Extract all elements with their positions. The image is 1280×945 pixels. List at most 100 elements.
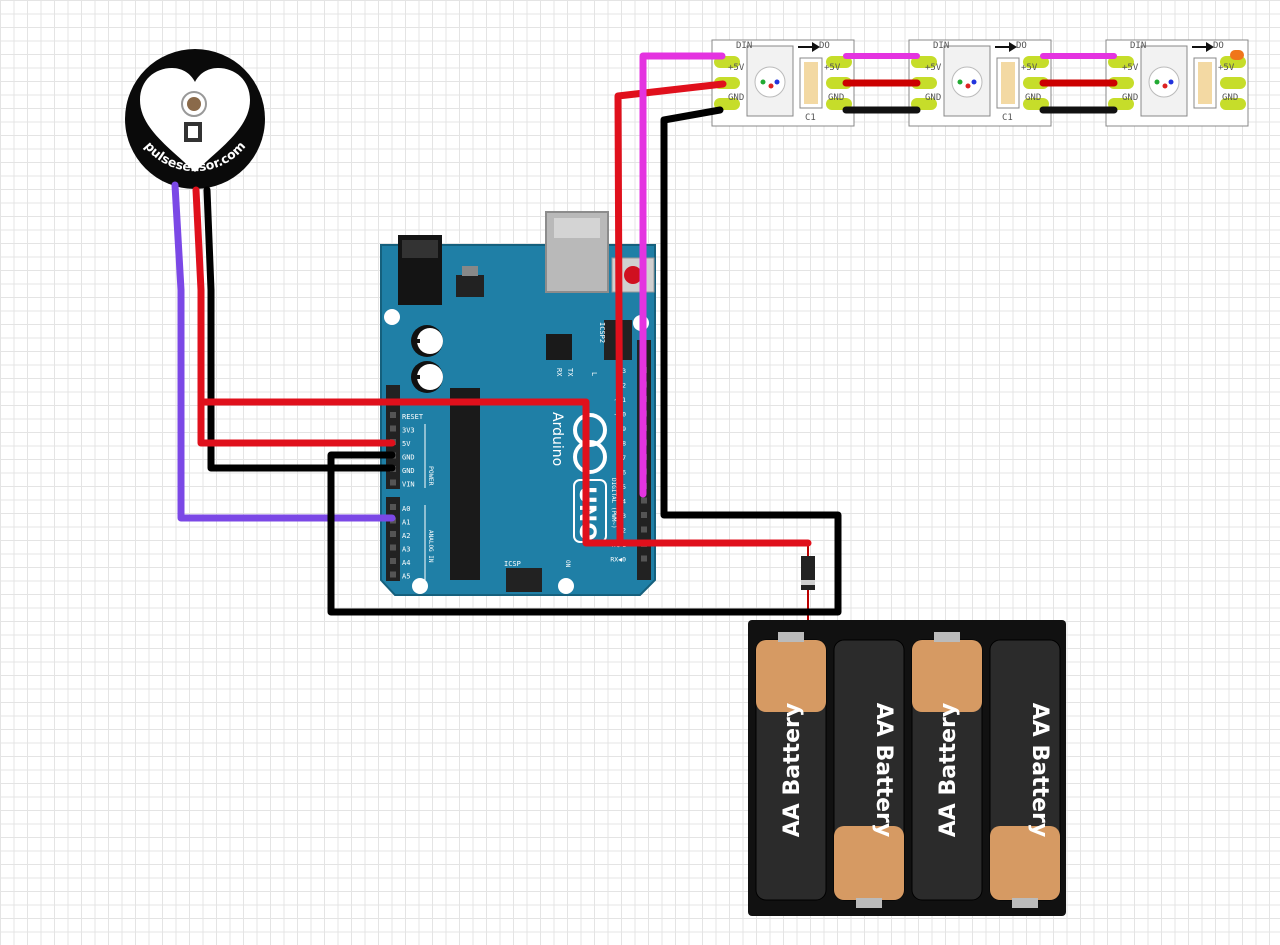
atmega-chip	[450, 388, 480, 580]
header-pin	[390, 544, 396, 551]
analog-pin-label: A1	[402, 519, 410, 527]
strip-pad-label: +5V	[1122, 63, 1139, 73]
strip-pad-label: +5V	[925, 63, 942, 73]
header-pin	[641, 526, 647, 533]
digital-pin-label: 2	[622, 527, 626, 535]
capacitor-body	[1001, 62, 1015, 104]
arrow-right-icon	[1192, 42, 1214, 52]
battery-holder	[748, 620, 1066, 916]
battery-label: AA Battery	[936, 703, 961, 837]
power-pin-label: RESET	[402, 413, 424, 421]
aa-battery: AA Battery	[833, 639, 905, 908]
strip-pad-label: DIN	[736, 41, 752, 51]
strip-pad-label: GND	[1122, 93, 1138, 103]
wire-magenta-data	[639, 52, 726, 498]
battery-label: AA Battery	[780, 703, 805, 837]
strip-pad-label: DIN	[1130, 41, 1146, 51]
solder-pad	[1220, 98, 1246, 110]
rx-label: RX	[555, 368, 563, 377]
led-lens-icon	[754, 66, 786, 98]
header-pin	[390, 425, 396, 432]
power-pin-label: GND	[402, 454, 415, 462]
capacitor-top	[417, 364, 443, 390]
battery-cell-top	[912, 640, 982, 712]
aa-battery: AA Battery	[989, 639, 1061, 908]
analog-header-label: ANALOG IN	[427, 530, 434, 563]
digital-pin-label: 8	[622, 440, 626, 448]
battery-cell-bottom	[990, 826, 1060, 900]
voltage-regulator	[456, 275, 484, 297]
solder-pad	[826, 56, 852, 68]
analog-pin-label: A5	[402, 573, 410, 581]
analog-pin-label: A4	[402, 559, 410, 567]
capacitor-top	[417, 328, 443, 354]
battery-terminal	[934, 632, 960, 642]
tx-label: TX	[566, 368, 574, 377]
reset-button-cap	[624, 266, 642, 284]
on-led-label: ON	[564, 560, 571, 568]
strip-pad-label: C1	[1002, 113, 1013, 123]
arduino-infinity-logo	[573, 440, 607, 474]
battery-terminal	[1012, 898, 1038, 908]
strip-pad-label: C1	[805, 113, 816, 123]
arrow-right-icon	[995, 42, 1017, 52]
aa-battery: AA Battery	[755, 632, 827, 901]
header-pin	[390, 558, 396, 564]
regulator-tab	[462, 266, 478, 276]
battery-cell-bottom	[834, 826, 904, 900]
power-header-label: POWER	[427, 466, 435, 486]
strip-pad-label: DO	[1016, 41, 1027, 51]
mount-hole	[412, 578, 428, 594]
solder-pad	[1023, 56, 1049, 68]
digital-pin-label: 4	[622, 498, 626, 506]
capacitor-body	[1198, 62, 1212, 104]
wires	[171, 52, 842, 616]
digital-pin-label: RX◀0	[610, 556, 626, 564]
header-pin	[641, 512, 647, 518]
heart-icon	[140, 68, 250, 172]
icsp2-label: ICSP2	[598, 322, 606, 343]
strip-pad-label: GND	[1222, 93, 1238, 103]
wire-purple-signal	[171, 181, 396, 522]
strip-pad-label: GND	[1025, 93, 1041, 103]
mount-hole	[384, 309, 400, 325]
strip-pad-label: +5V	[824, 63, 841, 73]
battery-cell-top	[756, 640, 826, 712]
digital-header-label: DIGITAL (PWM~)	[610, 478, 617, 529]
battery-label: AA Battery	[1027, 703, 1052, 837]
analog-pin-label: A0	[402, 505, 410, 513]
strip-pad-label: DO	[1213, 41, 1224, 51]
wire-red-reset	[197, 398, 812, 547]
power-pin-label: VIN	[402, 481, 415, 489]
strip-jumpers	[842, 53, 1118, 114]
diode-cathode-band	[801, 580, 815, 585]
barrel-jack-opening	[402, 240, 438, 258]
wire-red-strip-5v	[614, 80, 727, 544]
power-header	[386, 385, 400, 489]
strip-pad-label: +5V	[728, 63, 745, 73]
mount-hole	[558, 578, 574, 594]
header-pin	[390, 504, 396, 510]
strip-pad-label: +5V	[1021, 63, 1038, 73]
led-lens-core	[187, 97, 201, 111]
light-sensor-window	[188, 126, 198, 138]
header-pin	[390, 531, 396, 537]
battery-label: AA Battery	[871, 703, 896, 837]
power-pin-label: 5V	[402, 440, 411, 448]
l-label: L	[590, 372, 598, 376]
battery-pack: AA Battery AA Battery AA Battery AA Battery	[748, 620, 1066, 916]
led-lens-icon	[951, 66, 983, 98]
analog-pin-label: A3	[402, 546, 410, 554]
analog-pin-label: A2	[402, 532, 410, 540]
header-pin	[641, 497, 647, 504]
solder-pad	[1220, 77, 1246, 89]
wire-black-sensor-gnd	[203, 186, 396, 472]
arduino-brand-label: Arduino	[549, 412, 565, 466]
battery-terminal	[778, 632, 804, 642]
solder-pad	[911, 56, 937, 68]
header-pin	[390, 412, 396, 418]
